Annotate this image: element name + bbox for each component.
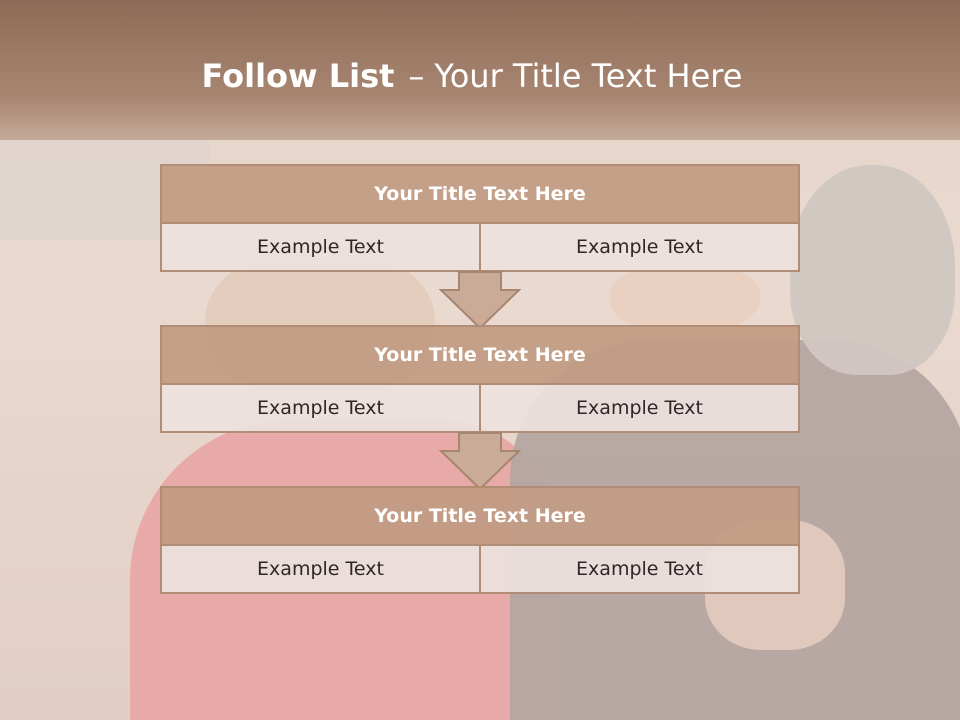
header-band: Follow List–Your Title Text Here (0, 0, 960, 140)
block-cell-right[interactable]: Example Text (479, 224, 798, 270)
slide-title[interactable]: Follow List–Your Title Text Here (0, 54, 944, 98)
title-bold-part: Follow List (201, 57, 395, 95)
block-title[interactable]: Your Title Text Here (162, 166, 798, 222)
down-arrow-icon (439, 271, 521, 330)
block-cell-left[interactable]: Example Text (257, 397, 384, 419)
block-cell-left[interactable]: Example Text (257, 558, 384, 580)
block-row: Example Text Example Text (162, 383, 798, 431)
list-block-3: Your Title Text Here Example Text Exampl… (160, 486, 800, 594)
block-cell-right[interactable]: Example Text (479, 385, 798, 431)
title-rest: Your Title Text Here (434, 57, 743, 95)
down-arrow-icon (439, 432, 521, 491)
block-row: Example Text Example Text (162, 544, 798, 592)
block-row: Example Text Example Text (162, 222, 798, 270)
block-title[interactable]: Your Title Text Here (162, 488, 798, 544)
block-title[interactable]: Your Title Text Here (162, 327, 798, 383)
list-block-1: Your Title Text Here Example Text Exampl… (160, 164, 800, 272)
title-separator: – (408, 57, 425, 95)
block-cell-right[interactable]: Example Text (479, 546, 798, 592)
list-block-2: Your Title Text Here Example Text Exampl… (160, 325, 800, 433)
block-cell-left[interactable]: Example Text (257, 236, 384, 258)
